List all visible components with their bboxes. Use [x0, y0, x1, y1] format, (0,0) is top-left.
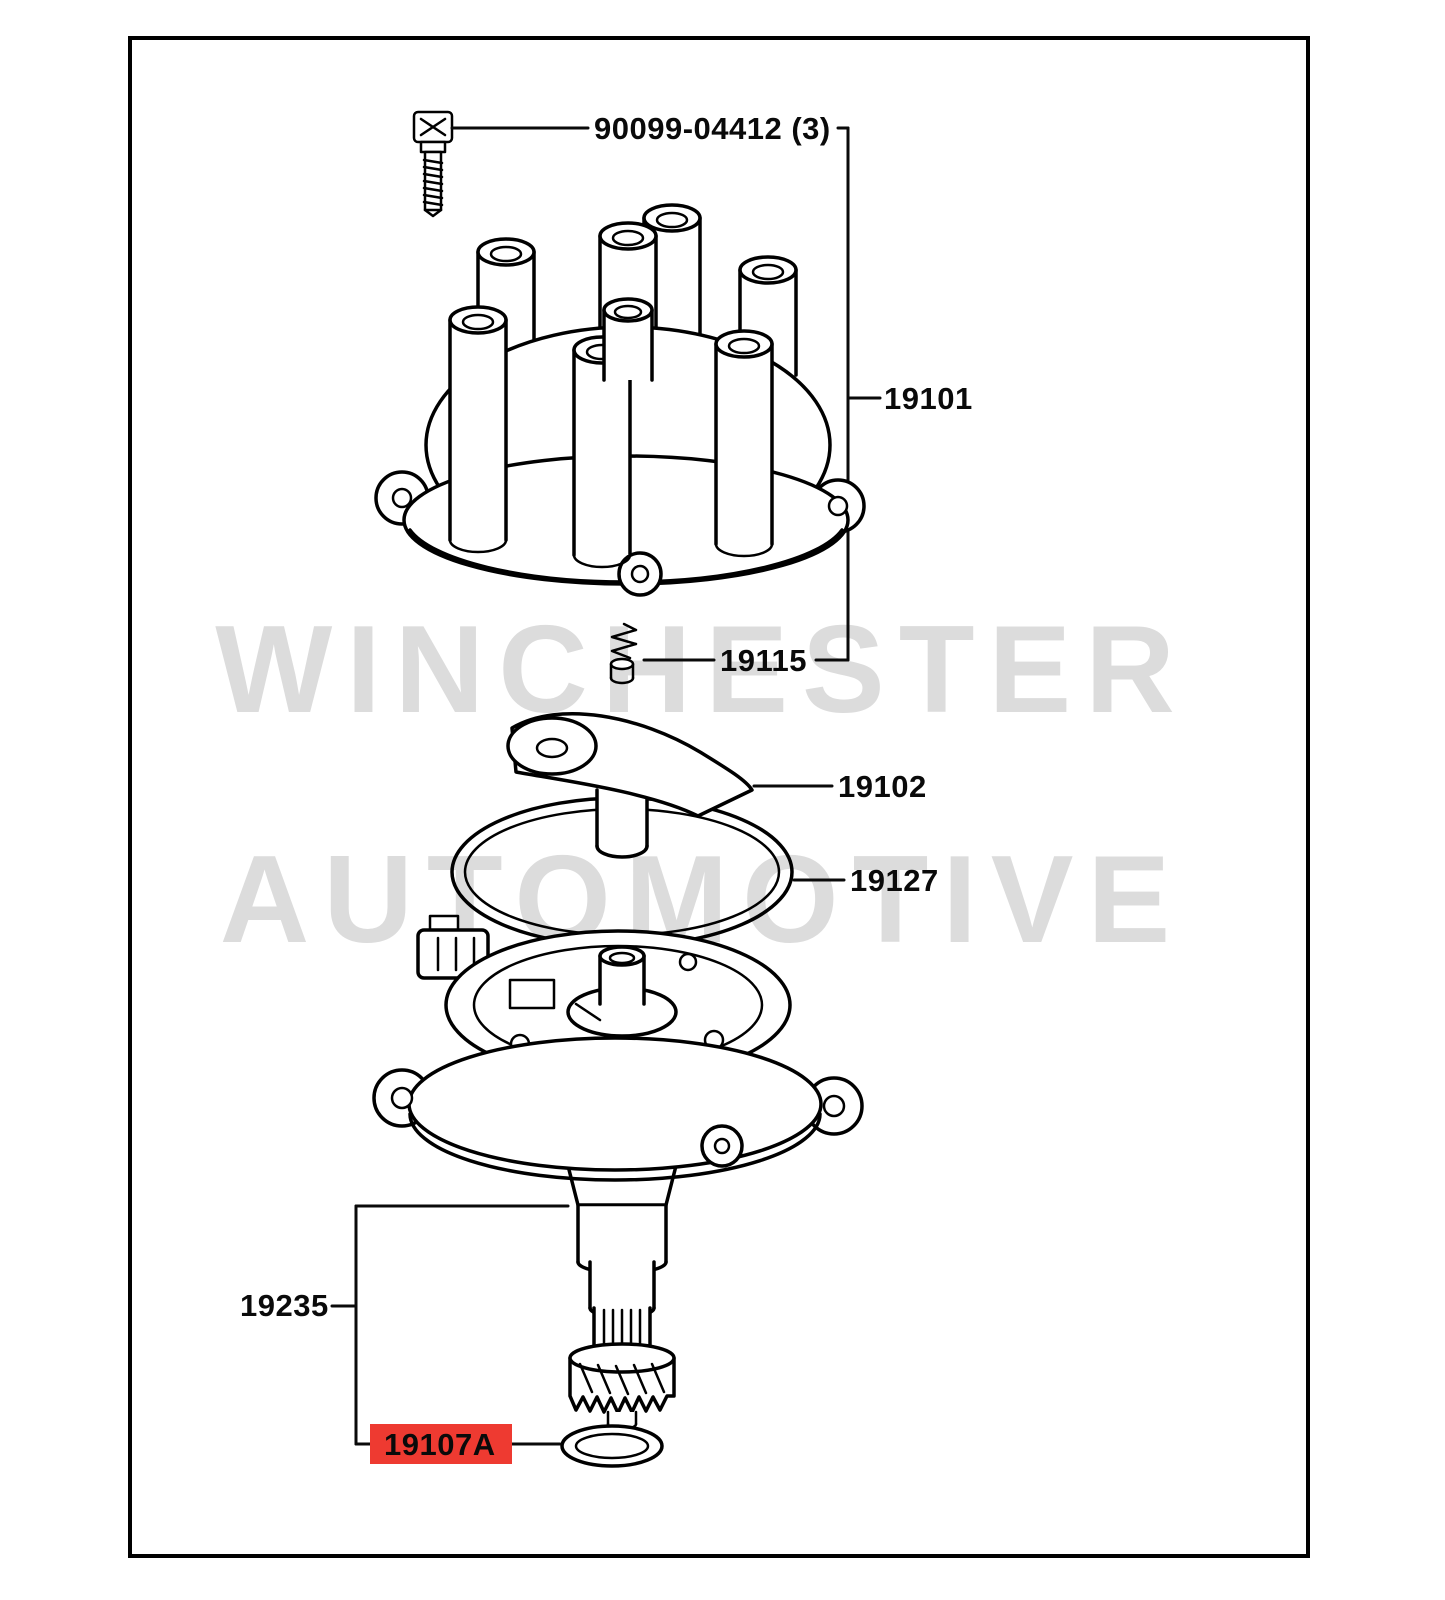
bracket-housing-assembly: [330, 1204, 570, 1446]
carbon-terminal-drawing: [609, 622, 638, 685]
part-label-19101: 19101: [884, 381, 973, 416]
diagram-border: [128, 36, 1310, 1558]
watermark-line-1: WINCHESTER: [215, 601, 1189, 739]
part-label-19107a[interactable]: 19107A: [384, 1427, 496, 1462]
selected-part-label-19107a[interactable]: 19107A: [370, 1424, 512, 1464]
shaft-drawing: [576, 1203, 668, 1360]
housing-drawing: [372, 914, 864, 1207]
part-label-19235: 19235: [240, 1288, 329, 1323]
oring-drawing: [560, 1424, 664, 1468]
drive-gear-drawing: [568, 1342, 676, 1431]
leader-lines-cap-group: [450, 126, 882, 662]
part-highlight[interactable]: [370, 1424, 512, 1464]
screw-drawing: [412, 110, 454, 218]
part-label-90099-04412: 90099-04412 (3): [594, 111, 831, 146]
rotor-drawing: [506, 712, 754, 859]
part-label-19102: 19102: [838, 769, 927, 804]
distributor-cap-drawing: [374, 203, 866, 597]
part-label-19115: 19115: [720, 643, 807, 678]
part-label-19127: 19127: [850, 863, 939, 898]
